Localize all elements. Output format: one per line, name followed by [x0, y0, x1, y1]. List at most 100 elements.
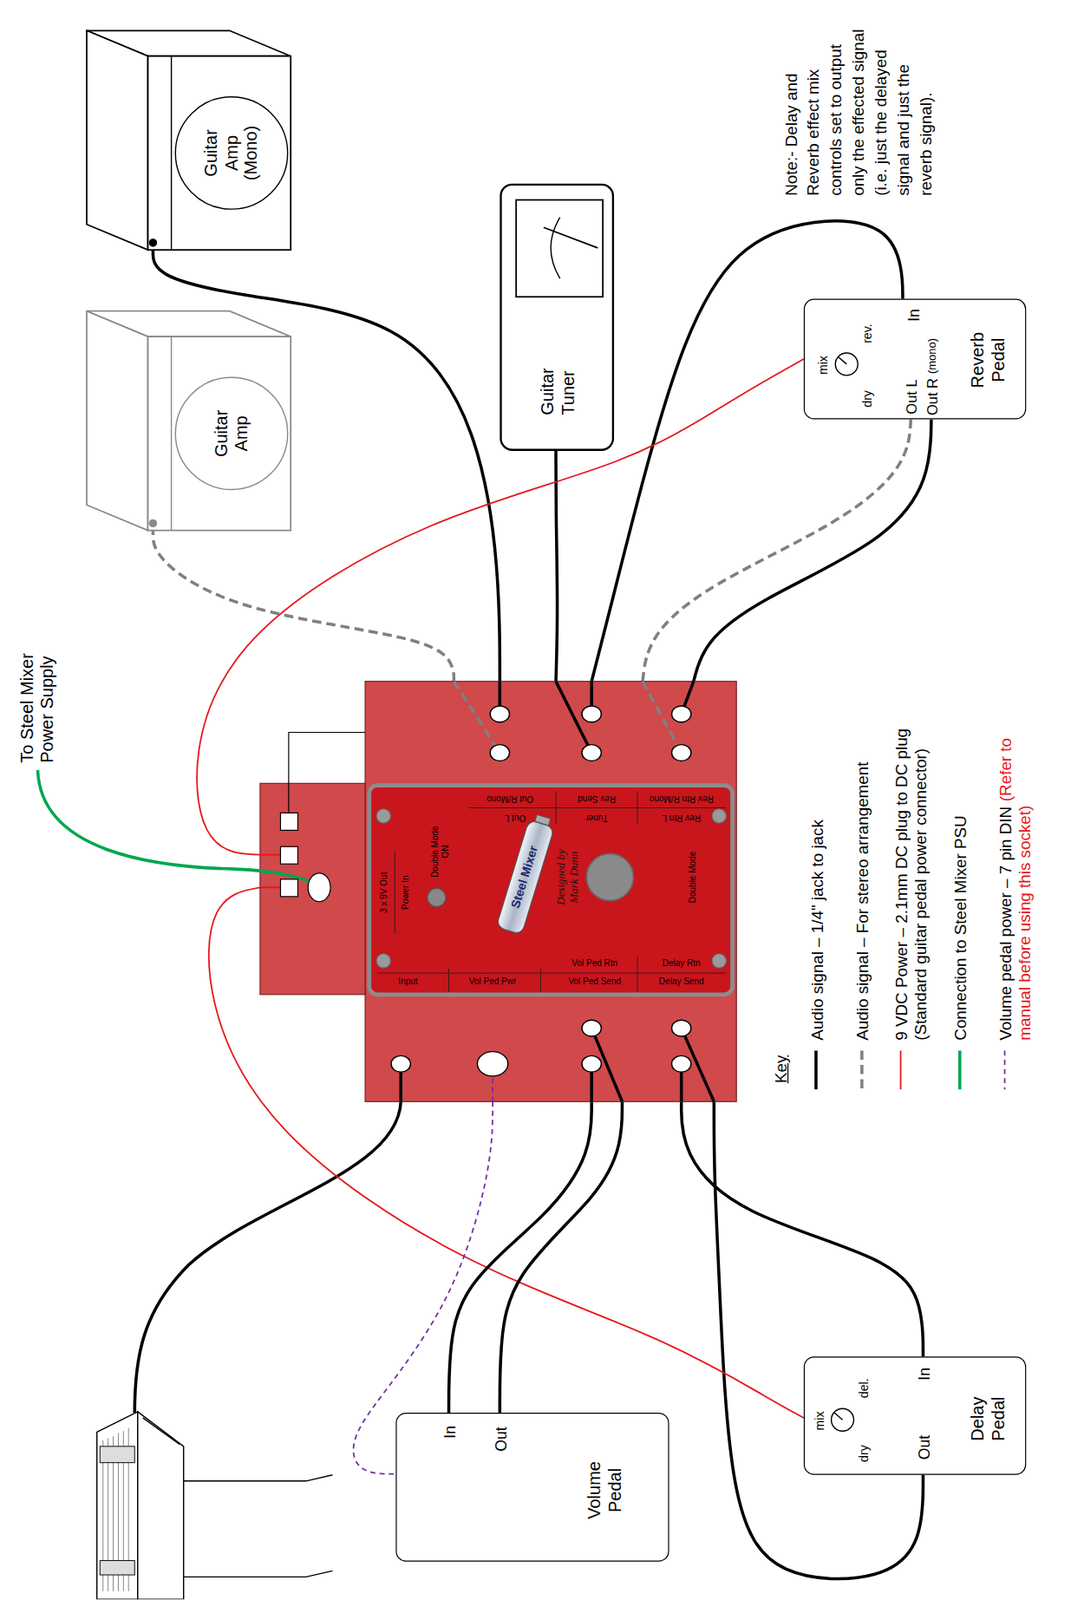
footswitch [586, 853, 634, 901]
designer-credit: Designed by Mark Dunn [554, 845, 581, 909]
dc-socket [280, 812, 298, 830]
knob-label: del. [857, 1377, 872, 1398]
dc-socket [280, 846, 298, 864]
pedal-name: Delay Pedal [968, 1388, 1009, 1450]
top-panel [369, 785, 733, 995]
node-drawing [500, 183, 615, 451]
switch-label: Double Mode ON [431, 823, 451, 881]
jack-label: Delay Rtn [662, 959, 701, 969]
legend-heading: Key [771, 1055, 791, 1084]
power-label: 3 x 9V Out [379, 872, 390, 914]
mixer-body [365, 681, 737, 1103]
jack-socket [391, 1055, 411, 1072]
panel-screw [376, 953, 391, 968]
note-text: Note:- Delay and Reverb effect mix contr… [780, 27, 938, 196]
amp-edge [170, 56, 172, 250]
steel-guitar [97, 1411, 334, 1600]
jack-label: In [914, 1367, 933, 1381]
jack-socket [581, 744, 601, 762]
legend-entry: Volume pedal power – 7 pin DIN(Refer to … [995, 713, 1035, 1040]
knob-label: rev. [861, 323, 876, 343]
internal-wire [288, 732, 366, 814]
jack-label: Out R/Mono [486, 793, 534, 804]
jack-label: Out [491, 1426, 510, 1451]
power-supply-label: To Steel Mixer Power Supply [17, 640, 59, 764]
panel-screw [711, 809, 726, 823]
node-drawing [86, 311, 291, 531]
dc-socket [280, 879, 298, 897]
legend-text: Volume pedal power – 7 pin DIN [996, 806, 1014, 1041]
guitar-side [137, 1411, 184, 1600]
mix-knob [835, 352, 858, 375]
legend-sample [900, 1050, 902, 1090]
pedal-box: Reverb PedalInOut LOut R(mono)mixdryrev. [803, 299, 1026, 420]
jack-label: Out [914, 1435, 933, 1460]
jack-label: Out L [903, 378, 921, 414]
pedal-box: Volume PedalInOut [395, 1412, 669, 1562]
legend-samples [816, 1050, 1006, 1090]
power-label: Power In [400, 875, 411, 909]
legend-sample [814, 1050, 818, 1090]
knob-label: dry [861, 390, 876, 408]
meter-scale [550, 216, 561, 279]
cable [642, 419, 911, 682]
psu-cable [38, 770, 320, 886]
jack-label: Vol Ped Rtn [571, 959, 618, 969]
din-socket [476, 1051, 508, 1077]
guitar-cable [134, 1101, 401, 1413]
jack-socket [489, 705, 510, 723]
speaker-circle [175, 377, 288, 490]
cable-end [260, 886, 281, 889]
cable [555, 450, 558, 682]
battery-cap [535, 814, 551, 826]
tuner-box: Guitar Tuner [499, 183, 614, 451]
amp-side-face [86, 311, 149, 531]
jack-socket [672, 744, 692, 762]
guitar-bridge [99, 1560, 135, 1575]
jack-label: Rev Send [577, 793, 616, 804]
jack-socket [489, 744, 510, 762]
battery-body [496, 819, 555, 935]
knob-pointer [837, 356, 846, 364]
legend-sample [860, 1050, 864, 1090]
power-input-socket [307, 873, 331, 902]
legend-entry: Audio signal – 1/4" jack to jack [808, 819, 828, 1041]
pedal-name: Reverb Pedal [968, 324, 1009, 396]
jack-label: Out L [504, 811, 526, 822]
mode-switch [427, 888, 446, 907]
meter-needle [542, 227, 597, 249]
output-jack [149, 519, 157, 527]
jack-label: In [905, 308, 923, 322]
jack-label: Tuner [585, 811, 608, 822]
speaker-circle [175, 97, 288, 209]
jack-label: (mono) [926, 338, 940, 374]
jack-label: Out R [924, 378, 941, 416]
legend-sample [1004, 1050, 1006, 1090]
mix-knob [830, 1408, 854, 1431]
amp-side-face [86, 30, 149, 250]
cable [713, 1101, 923, 1579]
amp-label: Guitar Amp (Mono) [202, 117, 262, 189]
node-drawing [260, 681, 737, 1103]
jack-socket [672, 1019, 692, 1037]
jack-label: Vol Ped Pwr [469, 977, 516, 987]
amplifier-box: Guitar Amp (Mono) [86, 30, 291, 250]
panel-divider [377, 791, 726, 993]
jack-label: Input [398, 977, 418, 987]
meter-window [515, 199, 603, 297]
legend-entry: Connection to Steel Mixer PSU [950, 815, 970, 1040]
tuner-label: Guitar Tuner [537, 343, 578, 415]
output-jack [149, 239, 157, 247]
cable-end [260, 854, 281, 856]
legend-text: Connection to Steel Mixer PSU [951, 815, 969, 1040]
pedal-name: Volume Pedal [584, 1451, 625, 1529]
cable [449, 1101, 593, 1413]
legend-sample [958, 1050, 962, 1090]
knob-pointer [834, 1411, 843, 1419]
amplifier-box: Guitar Amp [86, 311, 291, 531]
amp-edge [170, 336, 172, 530]
jack-socket [581, 1019, 601, 1037]
